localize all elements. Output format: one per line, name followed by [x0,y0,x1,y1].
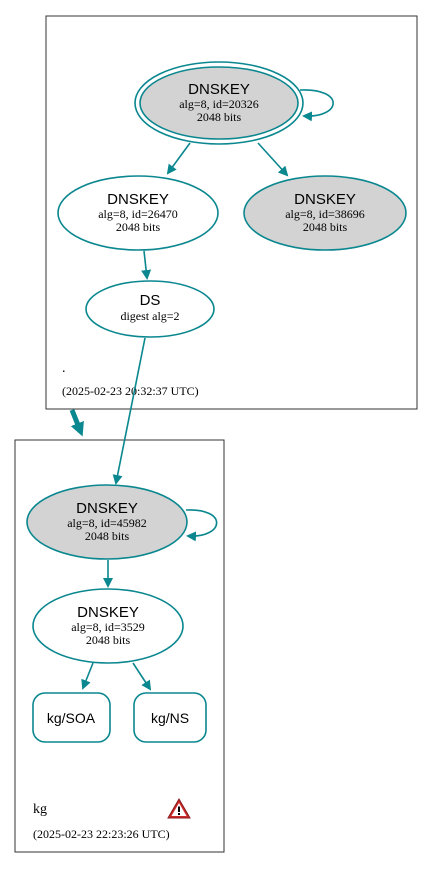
root-zone-timestamp: (2025-02-23 20:32:37 UTC) [62,384,199,398]
edge-ds-to-kg-ksk [112,337,146,485]
kg-ksk-bits: 2048 bits [85,529,130,543]
warning-triangle-icon[interactable] [167,798,191,819]
edge-delegation [69,409,84,437]
root-zone-name: . [62,361,66,376]
kg-zone: kg (2025-02-23 22:23:26 UTC) [14,439,225,853]
kg-soa-node[interactable]: kg/SOA [32,692,111,743]
kg-ns-node[interactable]: kg/NS [133,692,207,743]
edge-root-ksk-to-zsk [166,142,191,175]
kg-zsk-title: DNSKEY [77,604,139,621]
edge-root-ksk-self [299,89,334,122]
kg-zsk-alg: alg=8, id=3529 [71,620,145,634]
root-standby-alg: alg=8, id=38696 [285,207,365,221]
root-zsk-alg: alg=8, id=26470 [98,207,178,221]
kg-soa-label: kg/SOA [47,710,96,726]
edges [69,89,334,691]
edge-root-ksk-to-standby [257,142,289,177]
kg-zsk-bits: 2048 bits [86,633,131,647]
kg-ksk-title: DNSKEY [76,500,138,517]
edge-kg-zsk-to-soa [81,662,94,690]
root-ksk-title: DNSKEY [188,81,250,98]
root-zone: . (2025-02-23 20:32:37 UTC) [45,15,418,410]
edge-kg-zsk-to-ns [132,662,152,691]
root-zsk-bits: 2048 bits [116,220,161,234]
root-zone-border [45,15,418,410]
kg-zone-name: kg [33,802,47,817]
kg-zone-border [14,439,225,853]
root-zsk-title: DNSKEY [107,191,169,208]
kg-zsk-node[interactable]: DNSKEY alg=8, id=3529 2048 bits [32,588,184,664]
root-standby-key-node[interactable]: DNSKEY alg=8, id=38696 2048 bits [243,175,407,251]
root-standby-bits: 2048 bits [303,220,348,234]
edge-kg-ksk-self [185,509,218,542]
ds-title: DS [140,292,161,309]
kg-zone-timestamp: (2025-02-23 22:23:26 UTC) [33,827,170,841]
ds-node[interactable]: DS digest alg=2 [85,280,215,338]
root-ksk-node[interactable]: DNSKEY alg=8, id=20326 2048 bits [134,61,304,145]
root-zsk-node[interactable]: DNSKEY alg=8, id=26470 2048 bits [57,175,219,251]
edge-root-zsk-to-ds [141,250,152,280]
kg-ns-label: kg/NS [151,710,189,726]
root-ksk-bits: 2048 bits [197,110,242,124]
kg-ksk-node[interactable]: DNSKEY alg=8, id=45982 2048 bits [26,484,188,560]
kg-ksk-alg: alg=8, id=45982 [67,516,147,530]
root-standby-title: DNSKEY [294,191,356,208]
ds-digest: digest alg=2 [120,309,179,323]
root-ksk-alg: alg=8, id=20326 [179,97,259,111]
